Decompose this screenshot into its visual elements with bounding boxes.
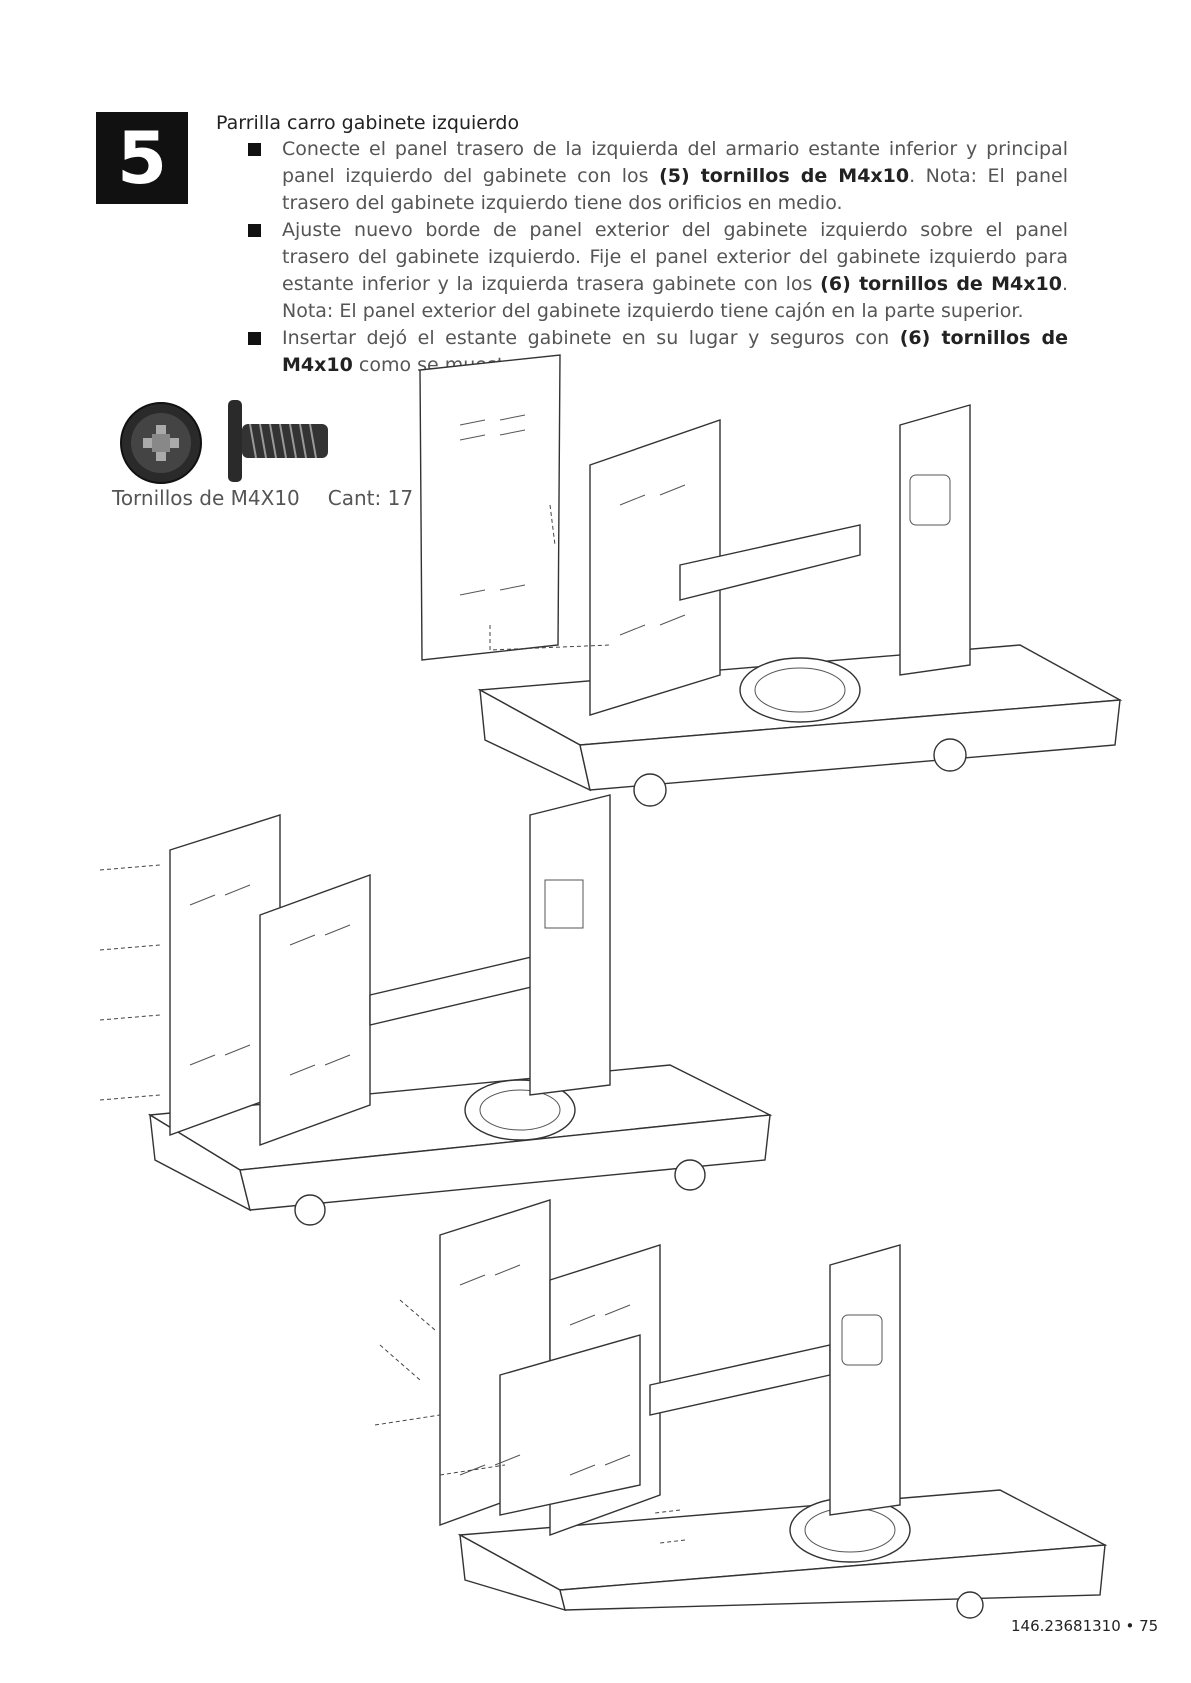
assembly-illustration-1 xyxy=(419,354,1123,807)
screw-head-icon xyxy=(120,402,202,484)
square-bullet-icon xyxy=(248,224,261,237)
instruction-item: Insertar dejó el estante gabinete en su … xyxy=(248,325,1068,379)
instruction-item: Ajuste nuevo borde de panel exterior del… xyxy=(248,217,1068,325)
step-number-badge: 5 xyxy=(96,112,188,204)
instruction-list: Conecte el panel trasero de la izquierda… xyxy=(248,136,1068,379)
step-title: Parrilla carro gabinete izquierdo xyxy=(216,112,520,134)
hardware-name: Tornillos de M4X10 xyxy=(112,486,300,510)
square-bullet-icon xyxy=(248,143,261,156)
screw-side-icon xyxy=(228,400,328,482)
square-bullet-icon xyxy=(248,332,261,345)
assembly-illustration-2 xyxy=(99,794,773,1226)
assembly-illustration-3 xyxy=(374,1199,1108,1619)
instruction-item: Conecte el panel trasero de la izquierda… xyxy=(248,136,1068,217)
page-number: 146.23681310 • 75 xyxy=(1011,1617,1159,1635)
